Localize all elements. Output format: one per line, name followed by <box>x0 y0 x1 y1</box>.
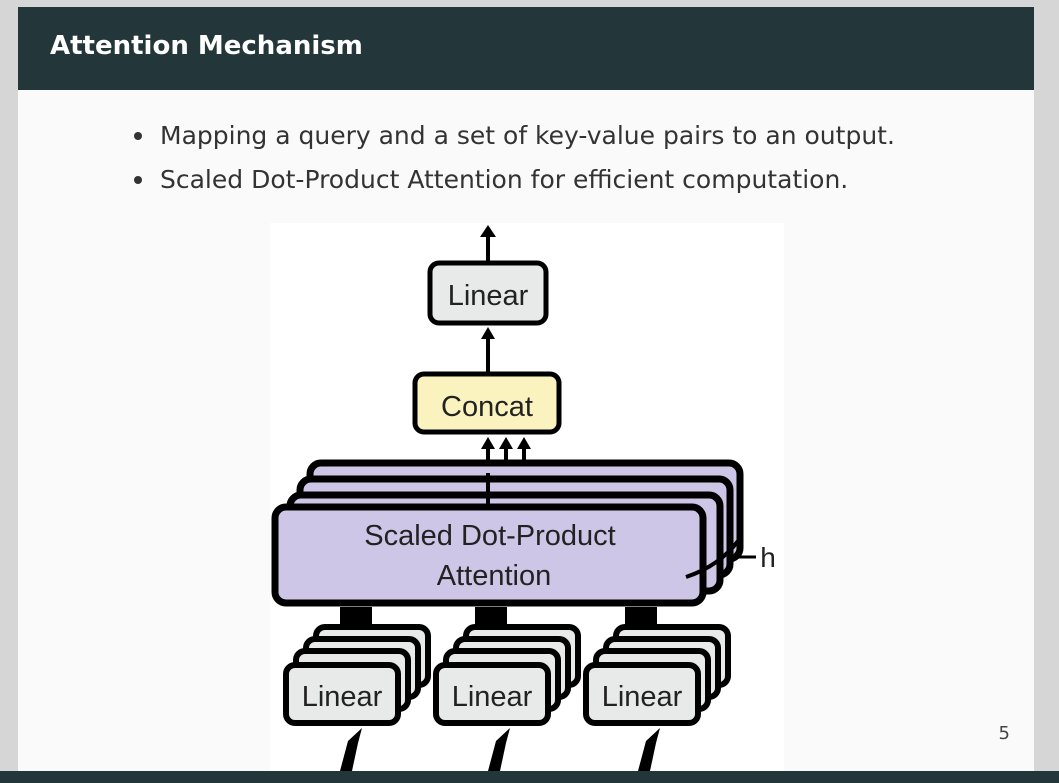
output-arrow-head-icon <box>480 225 496 237</box>
input-linear-label: Linear <box>302 681 383 713</box>
bullet-list: Mapping a query and a set of key-value p… <box>130 114 895 202</box>
page-number: 5 <box>998 723 1010 744</box>
arrow-head-icon <box>481 327 495 339</box>
heads-bracket <box>685 539 740 579</box>
attention-label-line1: Scaled Dot-Product <box>364 520 615 552</box>
bullet-text: Mapping a query and a set of key-value p… <box>160 121 895 150</box>
slide-title: Attention Mechanism <box>50 31 363 61</box>
title-bar: Attention Mechanism <box>18 7 1034 90</box>
bullet-item: Mapping a query and a set of key-value p… <box>130 114 895 158</box>
input-arrows <box>340 728 660 771</box>
concat-box <box>412 371 562 435</box>
top-linear-label: Linear <box>448 280 529 312</box>
bullet-item: Scaled Dot-Product Attention for efficie… <box>130 158 895 202</box>
input-linear-label: Linear <box>452 681 533 713</box>
slide: Attention Mechanism Mapping a query and … <box>18 7 1034 771</box>
bullet-text: Scaled Dot-Product Attention for efficie… <box>160 165 849 194</box>
bottom-bar <box>0 771 1059 783</box>
bullet-dot-icon <box>134 176 142 184</box>
attention-label-line2: Attention <box>437 560 551 592</box>
linear-group-q: Linear <box>583 624 731 726</box>
diagram-svg: Linear Concat Scaled Dot-Product <box>271 225 776 771</box>
heads-label: h <box>760 542 776 573</box>
top-linear-box <box>427 260 549 326</box>
linear-group-v: Linear <box>283 624 431 726</box>
input-linear-label: Linear <box>602 681 683 713</box>
bullet-dot-icon <box>134 132 142 140</box>
concat-label: Concat <box>441 391 533 423</box>
multi-head-attention-diagram: Linear Concat Scaled Dot-Product <box>270 223 784 771</box>
linear-group-k: Linear <box>433 624 581 726</box>
